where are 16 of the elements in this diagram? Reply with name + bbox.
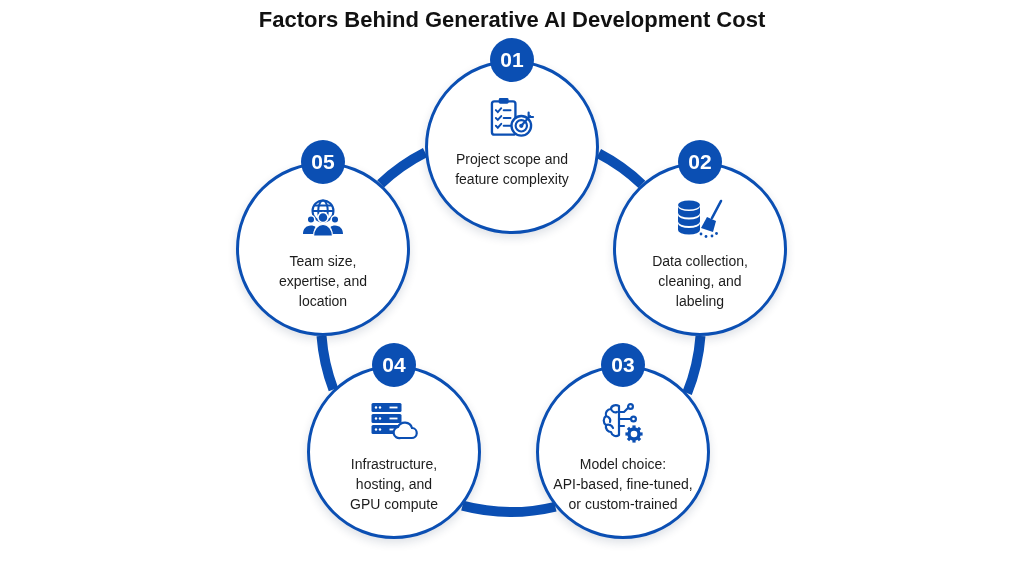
connector-arc	[316, 335, 339, 392]
connector-arc	[377, 148, 428, 188]
step-number: 02	[678, 140, 722, 184]
diagram-title: Factors Behind Generative AI Development Cost	[258, 6, 766, 34]
factor-description: Model choice: API-based, fine-tuned, or custom-trained	[552, 455, 694, 514]
factor-description: Team size, expertise, and location	[278, 252, 368, 311]
connector-arc	[461, 500, 557, 517]
step-number: 05	[301, 140, 345, 184]
step-number: 01	[490, 38, 534, 82]
step-number: 03	[601, 343, 645, 387]
connector-arc	[596, 149, 646, 188]
connector-arc	[682, 335, 706, 395]
factor-description: Data collection, cleaning, and labeling	[651, 252, 749, 311]
factor-description: Infrastructure, hosting, and GPU compute	[349, 455, 439, 514]
step-number: 04	[372, 343, 416, 387]
factor-description: Project scope and feature complexity	[454, 150, 570, 189]
